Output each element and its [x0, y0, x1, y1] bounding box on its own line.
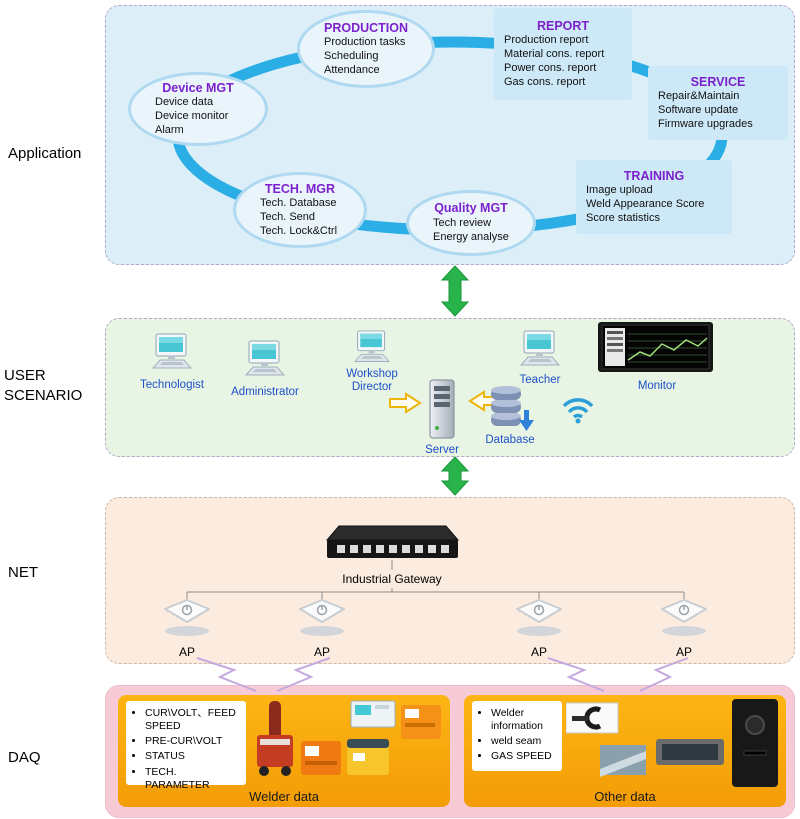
workshop-director-label: Workshop Director: [346, 368, 398, 394]
green-arrow-user-net: [440, 456, 470, 496]
ap-label-2: AP: [313, 645, 330, 659]
module-service-line: Software update: [658, 103, 739, 116]
ap-icon-3: [513, 598, 565, 643]
module-report-line: Power cons. report: [504, 61, 597, 74]
welder-data-list: CUR\VOLT、FEED SPEED PRE-CUR\VOLT STATUS …: [126, 701, 246, 791]
module-device-mgt-line: Device data: [155, 96, 214, 109]
layer-label-user-scenario: USER SCENARIO: [4, 367, 83, 404]
monitor-screen-icon: [598, 322, 713, 379]
other-data-item: GAS SPEED: [491, 750, 558, 763]
module-device-mgt-title: Device MGT: [162, 80, 234, 95]
other-data-item: weld seam: [491, 735, 558, 748]
database-label: Database: [485, 434, 535, 446]
ap-icon-1: [161, 598, 213, 643]
module-production-line: Production tasks: [324, 36, 406, 49]
module-training-line: Weld Appearance Score: [586, 197, 705, 210]
layer-label-application: Application: [8, 145, 82, 162]
layer-label-net: NET: [8, 564, 38, 581]
welder-data-label: Welder data: [249, 789, 319, 804]
module-service: SERVICE Repair&Maintain Software update …: [648, 66, 788, 140]
other-sensors-illustration: [565, 699, 780, 798]
module-device-mgt-line: Alarm: [155, 123, 184, 136]
module-training: TRAINING Image upload Weld Appearance Sc…: [576, 160, 732, 234]
module-production: PRODUCTION Production tasks Scheduling A…: [297, 10, 435, 88]
ap-icon-4: [658, 598, 710, 643]
welder-equipment-illustration: [253, 699, 445, 798]
industrial-gateway-icon: [325, 524, 460, 569]
administrator-label: Administrator: [231, 386, 299, 398]
module-quality-mgt-line: Energy analyse: [433, 230, 509, 243]
industrial-gateway-label: Industrial Gateway: [342, 572, 442, 586]
module-device-mgt-line: Device monitor: [155, 109, 229, 122]
module-report: REPORT Production report Material cons. …: [494, 8, 632, 100]
welder-data-item: CUR\VOLT、FEED SPEED: [145, 707, 242, 733]
ap-icon-2: [296, 598, 348, 643]
module-training-line: Score statistics: [586, 211, 660, 224]
teacher-label: Teacher: [519, 374, 561, 386]
module-report-title: REPORT: [536, 18, 590, 33]
other-data-item: Welder information: [491, 707, 558, 733]
module-report-line: Material cons. report: [504, 48, 605, 61]
teacher-computer-icon: [518, 330, 562, 375]
module-production-title: PRODUCTION: [323, 20, 409, 35]
module-tech-mgr: TECH. MGR Tech. Database Tech. Send Tech…: [233, 172, 367, 248]
yellow-arrow-director-server: [389, 392, 422, 414]
ap-label-3: AP: [530, 645, 547, 659]
module-tech-mgr-line: Tech. Send: [260, 210, 316, 223]
module-production-line: Scheduling: [324, 49, 379, 62]
ap-label-1: AP: [178, 645, 195, 659]
module-tech-mgr-line: Tech. Database: [260, 197, 337, 210]
module-report-line: Gas cons. report: [504, 75, 586, 88]
administrator-computer-icon: [243, 340, 287, 385]
monitor-label: Monitor: [637, 380, 677, 392]
welder-data-item: STATUS: [145, 750, 242, 763]
server-label: Server: [425, 444, 459, 456]
module-training-line: Image upload: [586, 184, 653, 197]
ap-daq-zigzag-links: [196, 657, 689, 692]
wifi-icon: [560, 392, 596, 429]
other-data-label: Other data: [594, 789, 656, 804]
module-tech-mgr-line: Tech. Lock&Ctrl: [260, 224, 338, 237]
server-icon: [420, 378, 464, 447]
net-layer-box: [105, 497, 795, 664]
welder-data-item: PRE-CUR\VOLT: [145, 735, 242, 748]
layer-label-daq: DAQ: [8, 749, 41, 766]
other-data-list: Welder information weld seam GAS SPEED: [472, 701, 562, 771]
module-device-mgt: Device MGT Device data Device monitor Al…: [128, 72, 268, 146]
database-icon: [488, 384, 534, 439]
workshop-director-computer-icon: [352, 330, 392, 371]
module-service-line: Firmware upgrades: [658, 117, 753, 130]
module-quality-mgt: Quality MGT Tech review Energy analyse: [406, 190, 536, 256]
ap-label-4: AP: [675, 645, 692, 659]
module-training-title: TRAINING: [623, 168, 685, 183]
welder-data-item: TECH. PARAMETER: [145, 766, 242, 792]
module-report-line: Production report: [504, 34, 589, 47]
module-production-line: Attendance: [324, 63, 380, 76]
technologist-label: Technologist: [140, 379, 204, 391]
module-service-title: SERVICE: [690, 74, 746, 89]
module-service-line: Repair&Maintain: [658, 90, 740, 103]
module-tech-mgr-title: TECH. MGR: [264, 181, 336, 196]
technologist-computer-icon: [150, 333, 194, 378]
module-quality-mgt-title: Quality MGT: [434, 201, 508, 216]
green-arrow-app-user: [440, 265, 470, 317]
module-quality-mgt-line: Tech review: [433, 217, 492, 230]
